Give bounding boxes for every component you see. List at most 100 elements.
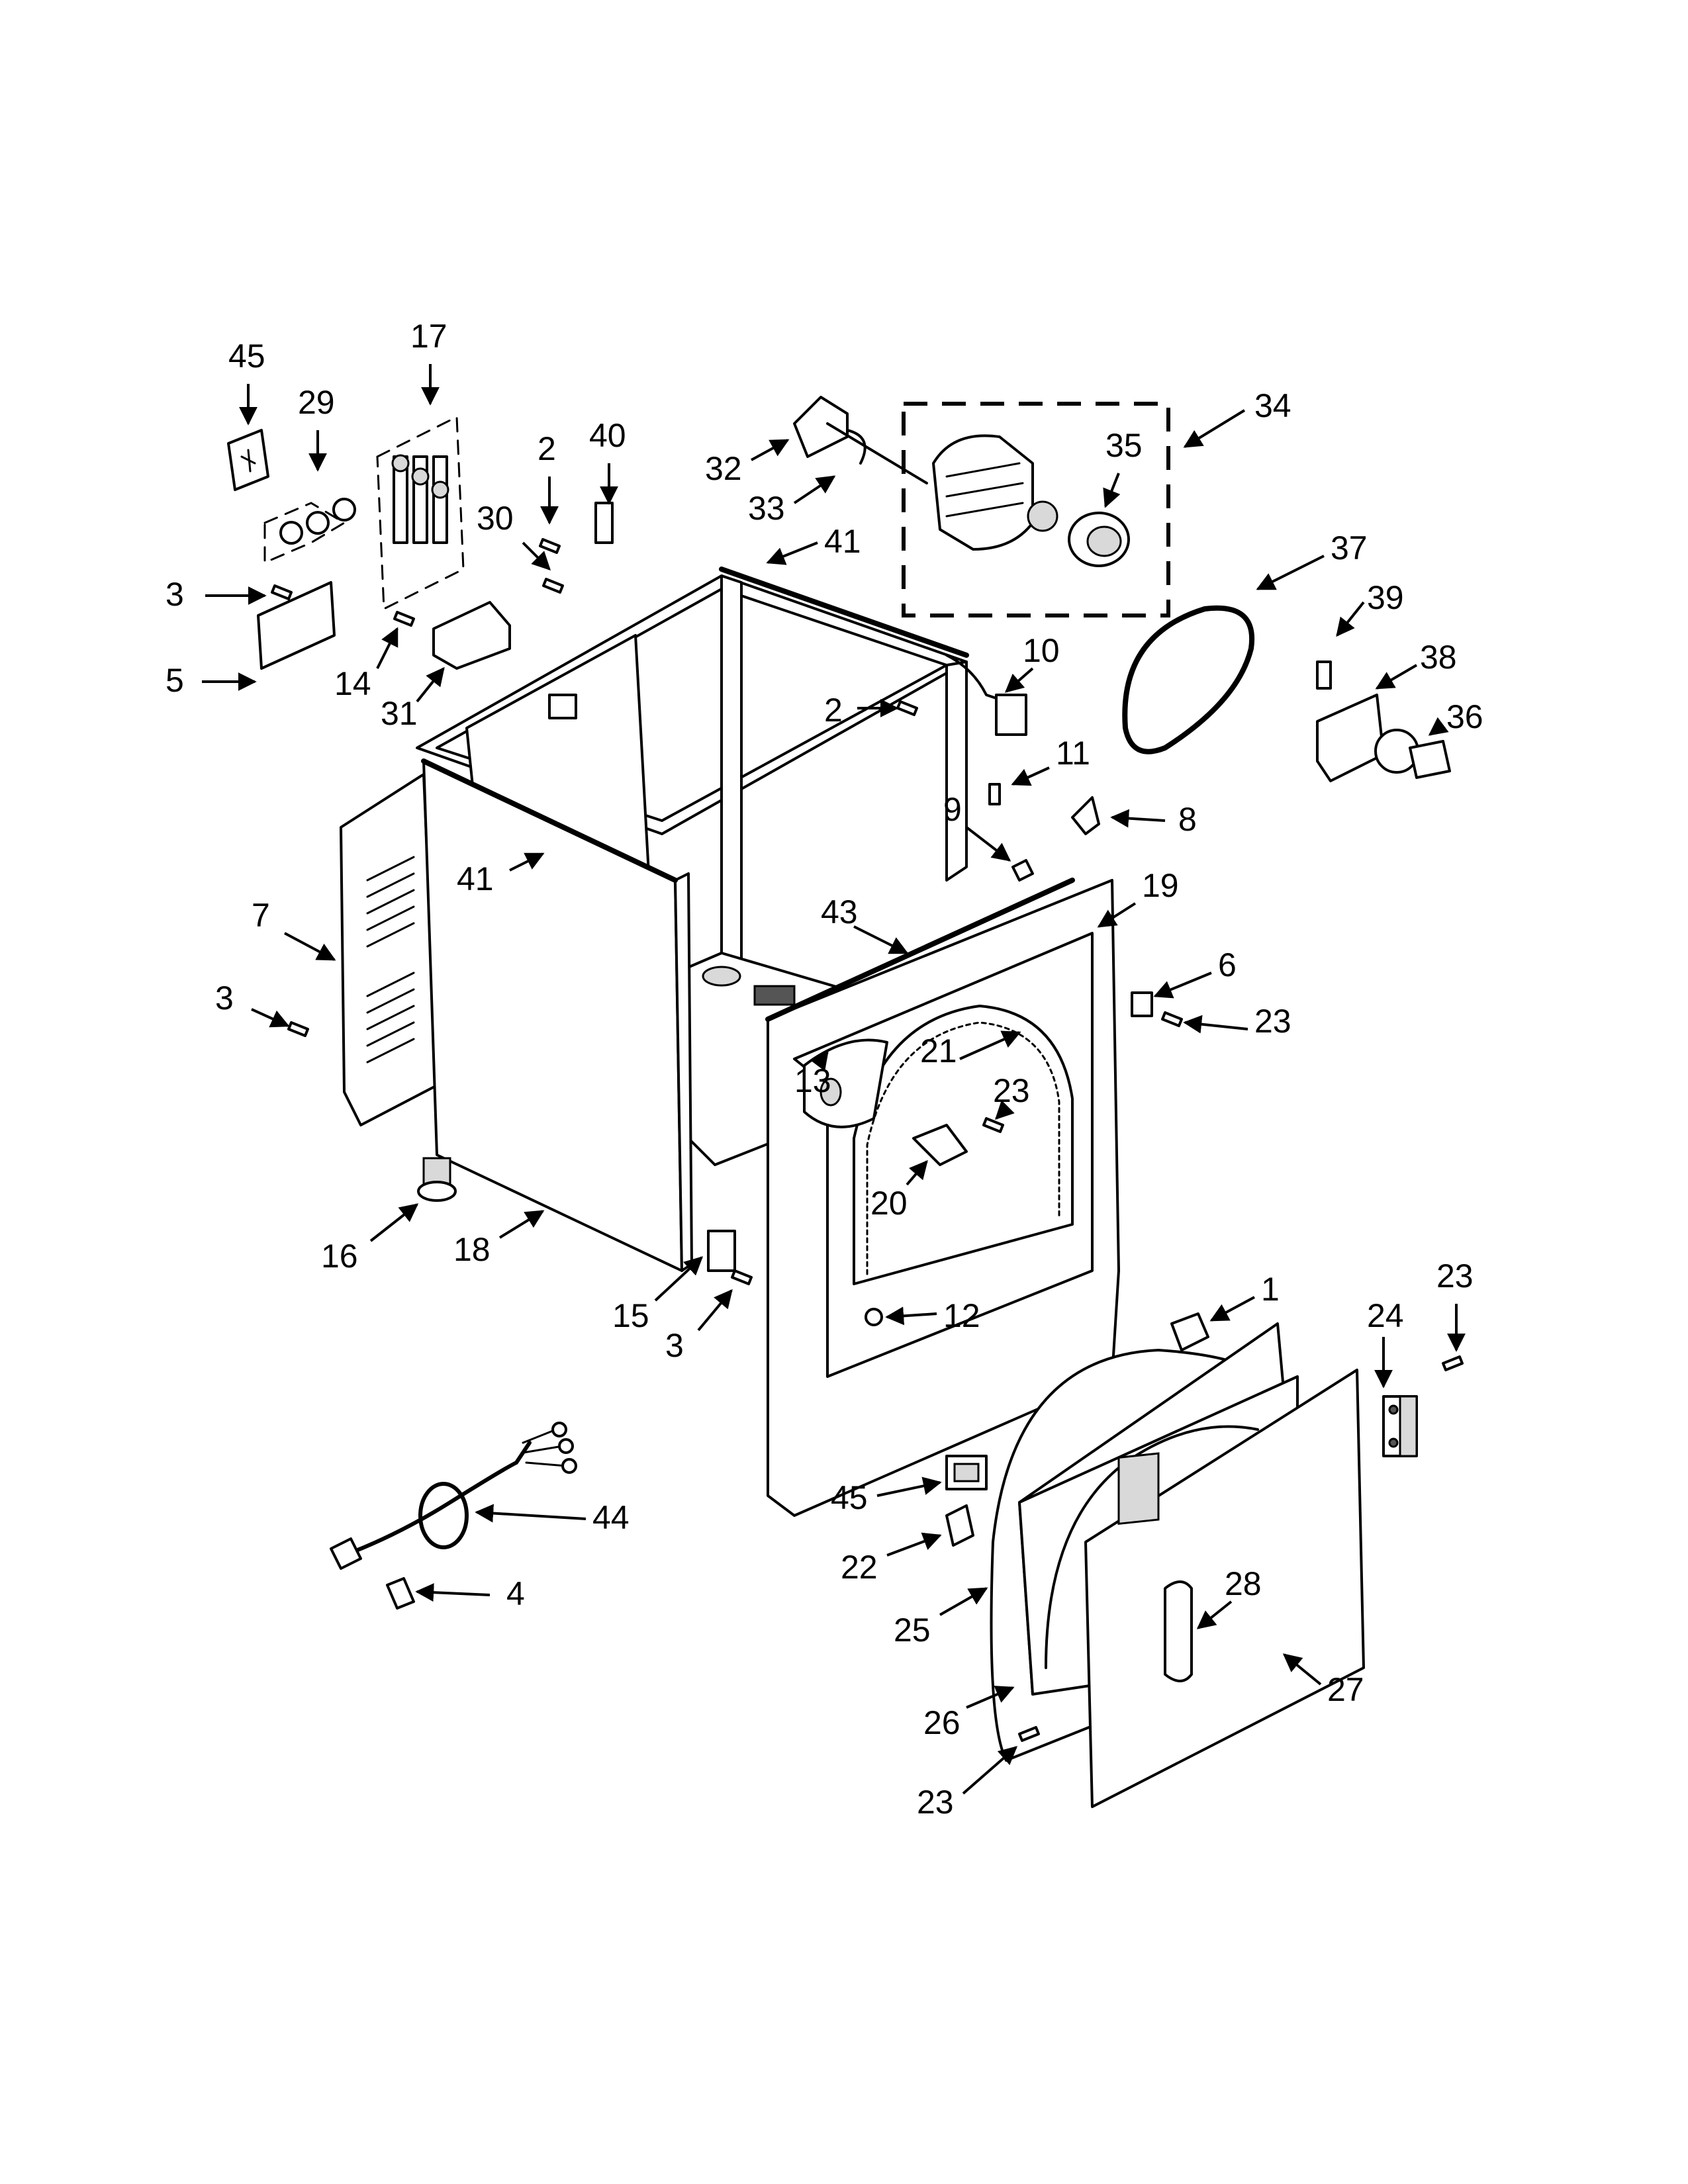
callout-19: 19: [1142, 867, 1179, 904]
callout-6: 6: [1218, 946, 1237, 983]
callout-20: 20: [870, 1185, 908, 1222]
motor-mount-bracket: [793, 396, 849, 458]
strain-relief-clip: [594, 502, 614, 544]
callout-24: 24: [1367, 1297, 1404, 1334]
callout-32: 32: [705, 450, 742, 487]
cord-plug: [330, 1537, 362, 1570]
callout-22: 22: [841, 1549, 878, 1586]
lamp-clip: [1131, 991, 1153, 1017]
callout-23d: 23: [917, 1784, 954, 1821]
hinge-cover: [1170, 1312, 1209, 1351]
callout-37: 37: [1331, 529, 1368, 567]
motor-shaft-line: [826, 422, 928, 484]
callout-23c: 23: [1436, 1257, 1474, 1295]
callout-14: 14: [334, 665, 371, 702]
cord-clamp: [386, 1577, 415, 1610]
callout-41b: 41: [457, 860, 494, 897]
panel-plug: [865, 1308, 883, 1326]
drive-belt: [1122, 605, 1255, 754]
callout-8: 8: [1178, 801, 1197, 838]
callout-18: 18: [453, 1231, 491, 1268]
base-switch: [753, 985, 796, 1006]
callout-15: 15: [612, 1297, 649, 1334]
terminal-bracket: [257, 581, 336, 670]
callout-7: 7: [252, 897, 270, 934]
panel-bracket: [707, 1230, 736, 1272]
door-handle-recess: [1117, 1452, 1160, 1525]
cabinet-rear-post: [720, 574, 743, 974]
base-grommet: [702, 966, 741, 987]
callout-1: 1: [1261, 1271, 1280, 1308]
power-cord-assembly: [330, 1422, 577, 1610]
outer-door-panel: [1084, 1369, 1365, 1808]
wire-nuts: [279, 498, 356, 545]
terminal-block-assembly: [227, 415, 1464, 1742]
callout-35: 35: [1105, 427, 1143, 464]
callout-40: 40: [589, 417, 626, 454]
callout-45b: 45: [831, 1479, 868, 1516]
idler-screw: [1316, 660, 1332, 690]
callout-3b: 3: [215, 979, 234, 1017]
top-glide: [1011, 859, 1034, 882]
callout-21: 21: [920, 1032, 957, 1069]
door-handle: [1164, 1580, 1193, 1682]
door-hinge: [1382, 1395, 1418, 1457]
idler-pulley: [1374, 729, 1451, 779]
callout-39: 39: [1367, 579, 1404, 616]
callout-5: 5: [165, 662, 184, 699]
callout-33: 33: [748, 490, 785, 527]
callout-34: 34: [1254, 387, 1291, 424]
motor-pulley: [1068, 512, 1130, 567]
left-side-panel: [340, 773, 438, 1126]
callout-10: 10: [1023, 632, 1060, 669]
motor-clip: [846, 429, 867, 465]
callouts: 45 29 17 2 40 30 3 5 14 31 32 33 34 35 4…: [165, 318, 1483, 1821]
terminal-block: [432, 601, 511, 670]
callout-28: 28: [1225, 1565, 1262, 1602]
callout-30: 30: [477, 500, 514, 537]
callout-41a: 41: [824, 523, 861, 560]
top-cap: [1071, 796, 1100, 835]
cabinet-access-cover: [548, 694, 577, 719]
callout-29: 29: [298, 384, 335, 421]
callout-13: 13: [794, 1062, 831, 1099]
callout-27: 27: [1327, 1671, 1364, 1708]
callout-31: 31: [381, 695, 418, 732]
callout-2a: 2: [538, 430, 556, 467]
wire-nut-group: [263, 502, 346, 565]
cabinet-assembly: [340, 567, 1120, 1517]
callout-2b: 2: [824, 692, 843, 729]
callout-23b: 23: [993, 1072, 1030, 1109]
drive-motor: [932, 434, 1058, 551]
callout-12: 12: [943, 1297, 980, 1334]
callout-36: 36: [1446, 698, 1483, 735]
callout-17: 17: [410, 318, 447, 355]
callout-9: 9: [943, 791, 962, 828]
motor-kit-boundary: [902, 402, 1170, 617]
motor-harness: [945, 654, 1008, 703]
door-strike: [945, 1504, 974, 1547]
callout-38: 38: [1420, 639, 1457, 676]
leveling-leg: [417, 1157, 457, 1202]
callout-44: 44: [592, 1499, 630, 1536]
callout-43: 43: [821, 893, 858, 931]
side-panel-vents: [366, 856, 415, 1064]
idler-bracket: [1316, 694, 1385, 782]
callout-3a: 3: [165, 576, 184, 613]
terminal-kit-group: [376, 415, 465, 611]
callout-23a: 23: [1254, 1003, 1291, 1040]
door-switch-bracket: [912, 1124, 968, 1166]
callout-26: 26: [923, 1704, 961, 1741]
callout-3c: 3: [665, 1327, 684, 1364]
callout-4: 4: [506, 1575, 525, 1612]
power-cord: [342, 1441, 532, 1557]
callout-11: 11: [1056, 735, 1090, 772]
drive-assembly: [793, 396, 1451, 782]
terminal-connectors: [391, 454, 449, 544]
door-assembly: [945, 1312, 1418, 1808]
door-switch: [820, 1077, 842, 1107]
callout-45: 45: [228, 338, 265, 375]
callout-25: 25: [894, 1612, 931, 1649]
callout-16: 16: [321, 1238, 358, 1275]
